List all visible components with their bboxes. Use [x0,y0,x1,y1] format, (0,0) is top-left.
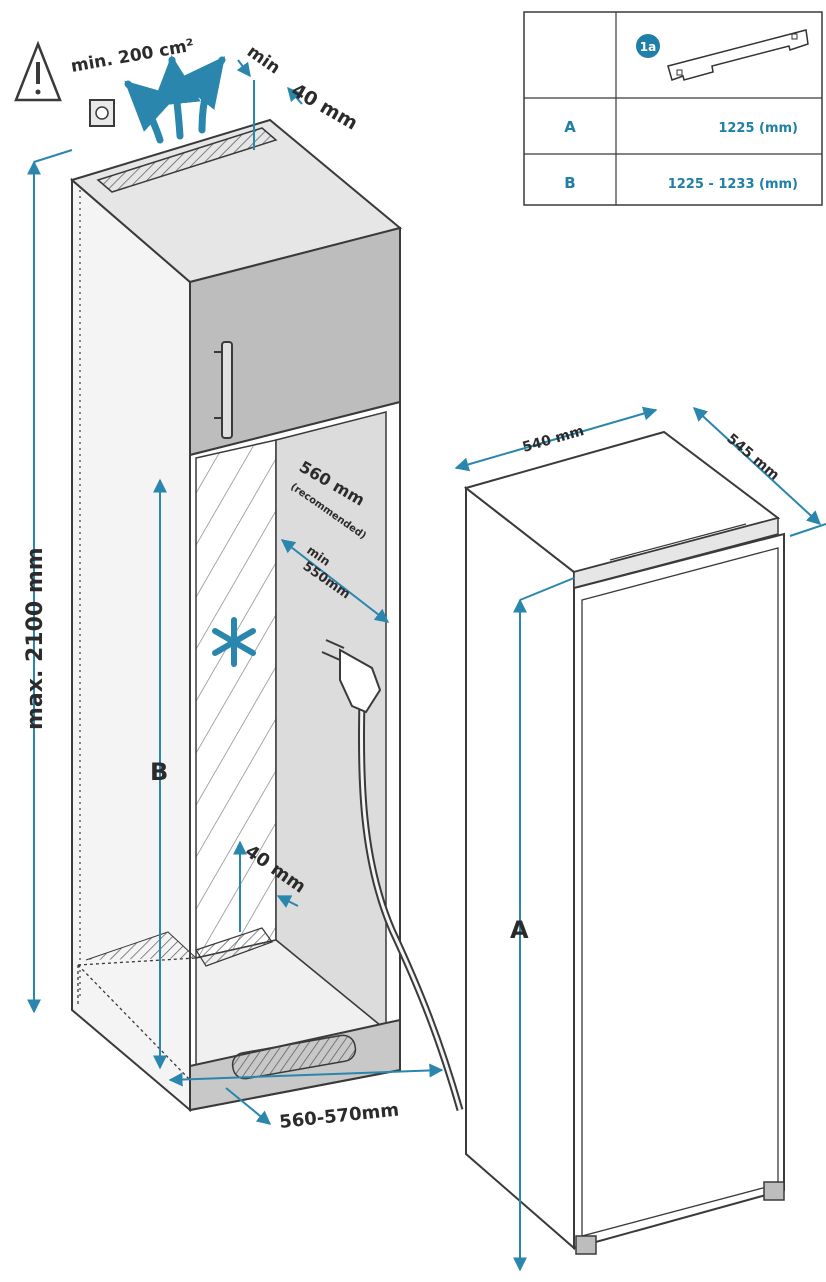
airflow-arrows [124,55,226,144]
part-badge-label: 1a [640,40,656,54]
snowflake-icon [212,617,256,667]
door-handle [221,341,233,439]
power-plug-icon [321,639,382,714]
dim-b-label: B [150,758,168,786]
dimension-lines [27,59,826,1272]
row-b-value: 1225 - 1233 (mm) [668,177,798,192]
appliance-door [573,532,785,1250]
row-a-value: 1225 (mm) [718,121,798,136]
niche-width-label: 560-570mm [278,1100,400,1133]
part-badge [636,34,660,58]
warning-triangle-icon [14,40,62,102]
top-vent [96,127,278,193]
top-gap-value-label: 40 mm [288,79,362,134]
appliance [463,430,785,1255]
power-cord [357,699,464,1111]
spec-table: 1a A 1225 (mm) B 1225 - 1233 (mm) [523,11,823,206]
top-gap-min-label: min [243,42,284,79]
appliance-depth-label: 545 mm [723,431,782,484]
power-socket-icon [89,99,115,127]
row-a-key: A [564,118,576,136]
cabinet [69,118,403,1113]
row-b-key: B [564,174,575,192]
max-height-label: max. 2100 mm [23,547,48,730]
dim-a-label: A [510,916,529,944]
appliance-width-label: 540 mm [521,423,586,456]
mounting-bracket-icon [667,29,809,81]
